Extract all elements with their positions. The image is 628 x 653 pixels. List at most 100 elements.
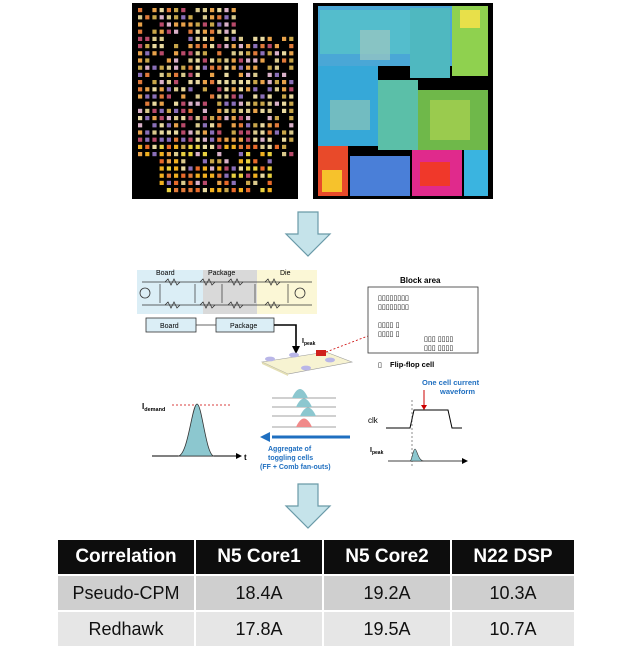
heatmap-cell bbox=[238, 65, 243, 70]
heatmap-cell bbox=[174, 188, 179, 193]
heatmap-cell bbox=[159, 44, 164, 49]
heatmap-cell bbox=[253, 144, 258, 149]
heatmap-cell bbox=[274, 80, 279, 85]
table-row: Pseudo-CPM 18.4A 19.2A 10.3A bbox=[58, 574, 574, 611]
heatmap-cell bbox=[253, 36, 258, 41]
heatmap-cell bbox=[282, 94, 287, 99]
heatmap-cell bbox=[274, 130, 279, 135]
heatmap-cell bbox=[195, 173, 200, 178]
heatmap-cell bbox=[246, 159, 251, 164]
heatmap-cell bbox=[210, 116, 215, 121]
heatmap-cell bbox=[224, 116, 229, 121]
heatmap-cell bbox=[260, 94, 265, 99]
heatmap-cell bbox=[210, 123, 215, 128]
heatmap-cell bbox=[159, 108, 164, 113]
heatmap-cell bbox=[246, 137, 251, 142]
heatmap-cell bbox=[238, 137, 243, 142]
heatmap-cell bbox=[152, 108, 157, 113]
block-row-5: ▯▯▯ ▯▯▯▯ bbox=[424, 335, 453, 343]
heatmap-cell bbox=[145, 101, 150, 106]
heatmap-cell bbox=[246, 51, 251, 56]
heatmap-cell bbox=[202, 159, 207, 164]
heatmap-cell bbox=[282, 72, 287, 77]
heatmap-cell bbox=[202, 29, 207, 34]
heatmap-cell bbox=[166, 173, 171, 178]
heatmap-cell bbox=[238, 80, 243, 85]
heatmap-cell bbox=[217, 116, 222, 121]
heatmap-cell bbox=[231, 188, 236, 193]
heatmap-cell bbox=[152, 144, 157, 149]
header-n5-core2: N5 Core2 bbox=[323, 540, 452, 575]
heatmap-cell bbox=[217, 94, 222, 99]
heatmap-cell bbox=[188, 65, 193, 70]
heatmap-cell bbox=[282, 144, 287, 149]
heatmap-cell bbox=[267, 152, 272, 157]
heatmap-cell bbox=[174, 116, 179, 121]
heatmap-cell bbox=[145, 137, 150, 142]
heatmap-cell bbox=[166, 8, 171, 13]
heatmap-cell bbox=[246, 173, 251, 178]
heatmap-cell bbox=[166, 94, 171, 99]
heatmap-cell bbox=[217, 188, 222, 193]
heatmap-cell bbox=[138, 15, 143, 20]
heatmap-cell bbox=[145, 15, 150, 20]
header-n22-dsp: N22 DSP bbox=[451, 540, 574, 575]
heatmap-cell bbox=[253, 94, 258, 99]
heatmap-cell bbox=[152, 80, 157, 85]
heatmap-cell bbox=[253, 159, 258, 164]
heatmap-cell bbox=[195, 152, 200, 157]
heatmap-cell bbox=[289, 116, 294, 121]
heatmap-cell bbox=[224, 80, 229, 85]
heatmap-cell bbox=[217, 80, 222, 85]
heatmap-cell bbox=[238, 72, 243, 77]
heatmap-cell bbox=[145, 130, 150, 135]
heatmap-cell bbox=[181, 130, 186, 135]
heatmap-cell bbox=[181, 116, 186, 121]
cell-value: 18.4A bbox=[195, 574, 324, 611]
heatmap-cell bbox=[181, 152, 186, 157]
heatmap-cell bbox=[195, 137, 200, 142]
heatmap-cell bbox=[145, 108, 150, 113]
heatmap-cell bbox=[224, 72, 229, 77]
heatmap-cell bbox=[181, 15, 186, 20]
heatmap-cell bbox=[174, 8, 179, 13]
heatmap-cell bbox=[188, 144, 193, 149]
heatmap-cell bbox=[202, 51, 207, 56]
heatmap-cell bbox=[231, 173, 236, 178]
heatmap-cell bbox=[267, 159, 272, 164]
heatmap-cell bbox=[282, 87, 287, 92]
flipflop-symbol: ▯ bbox=[378, 361, 382, 369]
heatmap-cell bbox=[260, 51, 265, 56]
package-label: Package bbox=[208, 270, 235, 277]
heatmap-cell bbox=[195, 29, 200, 34]
heatmap-cell bbox=[202, 188, 207, 193]
heatmap-cell bbox=[224, 137, 229, 142]
heatmap-cell bbox=[238, 108, 243, 113]
heatmap-cell bbox=[138, 36, 143, 41]
heatmap-cell bbox=[289, 65, 294, 70]
heatmap-cell bbox=[253, 80, 258, 85]
heatmap-cell bbox=[210, 188, 215, 193]
heatmap-cell bbox=[217, 159, 222, 164]
heatmap-cell bbox=[217, 65, 222, 70]
heatmap-cell bbox=[210, 72, 215, 77]
heatmap-cell bbox=[246, 116, 251, 121]
heatmap-cell bbox=[267, 87, 272, 92]
heatmap-cell bbox=[267, 173, 272, 178]
heatmap-cell bbox=[253, 101, 258, 106]
heatmap-cell bbox=[217, 108, 222, 113]
heatmap-cell bbox=[166, 130, 171, 135]
stacked-waveforms bbox=[272, 389, 336, 428]
heatmap-cell bbox=[152, 94, 157, 99]
heatmap-cell bbox=[231, 51, 236, 56]
heatmap-cell bbox=[188, 87, 193, 92]
heatmap-cell bbox=[152, 152, 157, 157]
heatmap-cell bbox=[260, 58, 265, 63]
heatmap-cell bbox=[289, 152, 294, 157]
heatmap-cell bbox=[166, 22, 171, 27]
heatmap-cell bbox=[224, 36, 229, 41]
heatmap-cell bbox=[188, 36, 193, 41]
heatmap-cell bbox=[202, 36, 207, 41]
heatmap-cell bbox=[238, 144, 243, 149]
heatmap-cell bbox=[152, 29, 157, 34]
